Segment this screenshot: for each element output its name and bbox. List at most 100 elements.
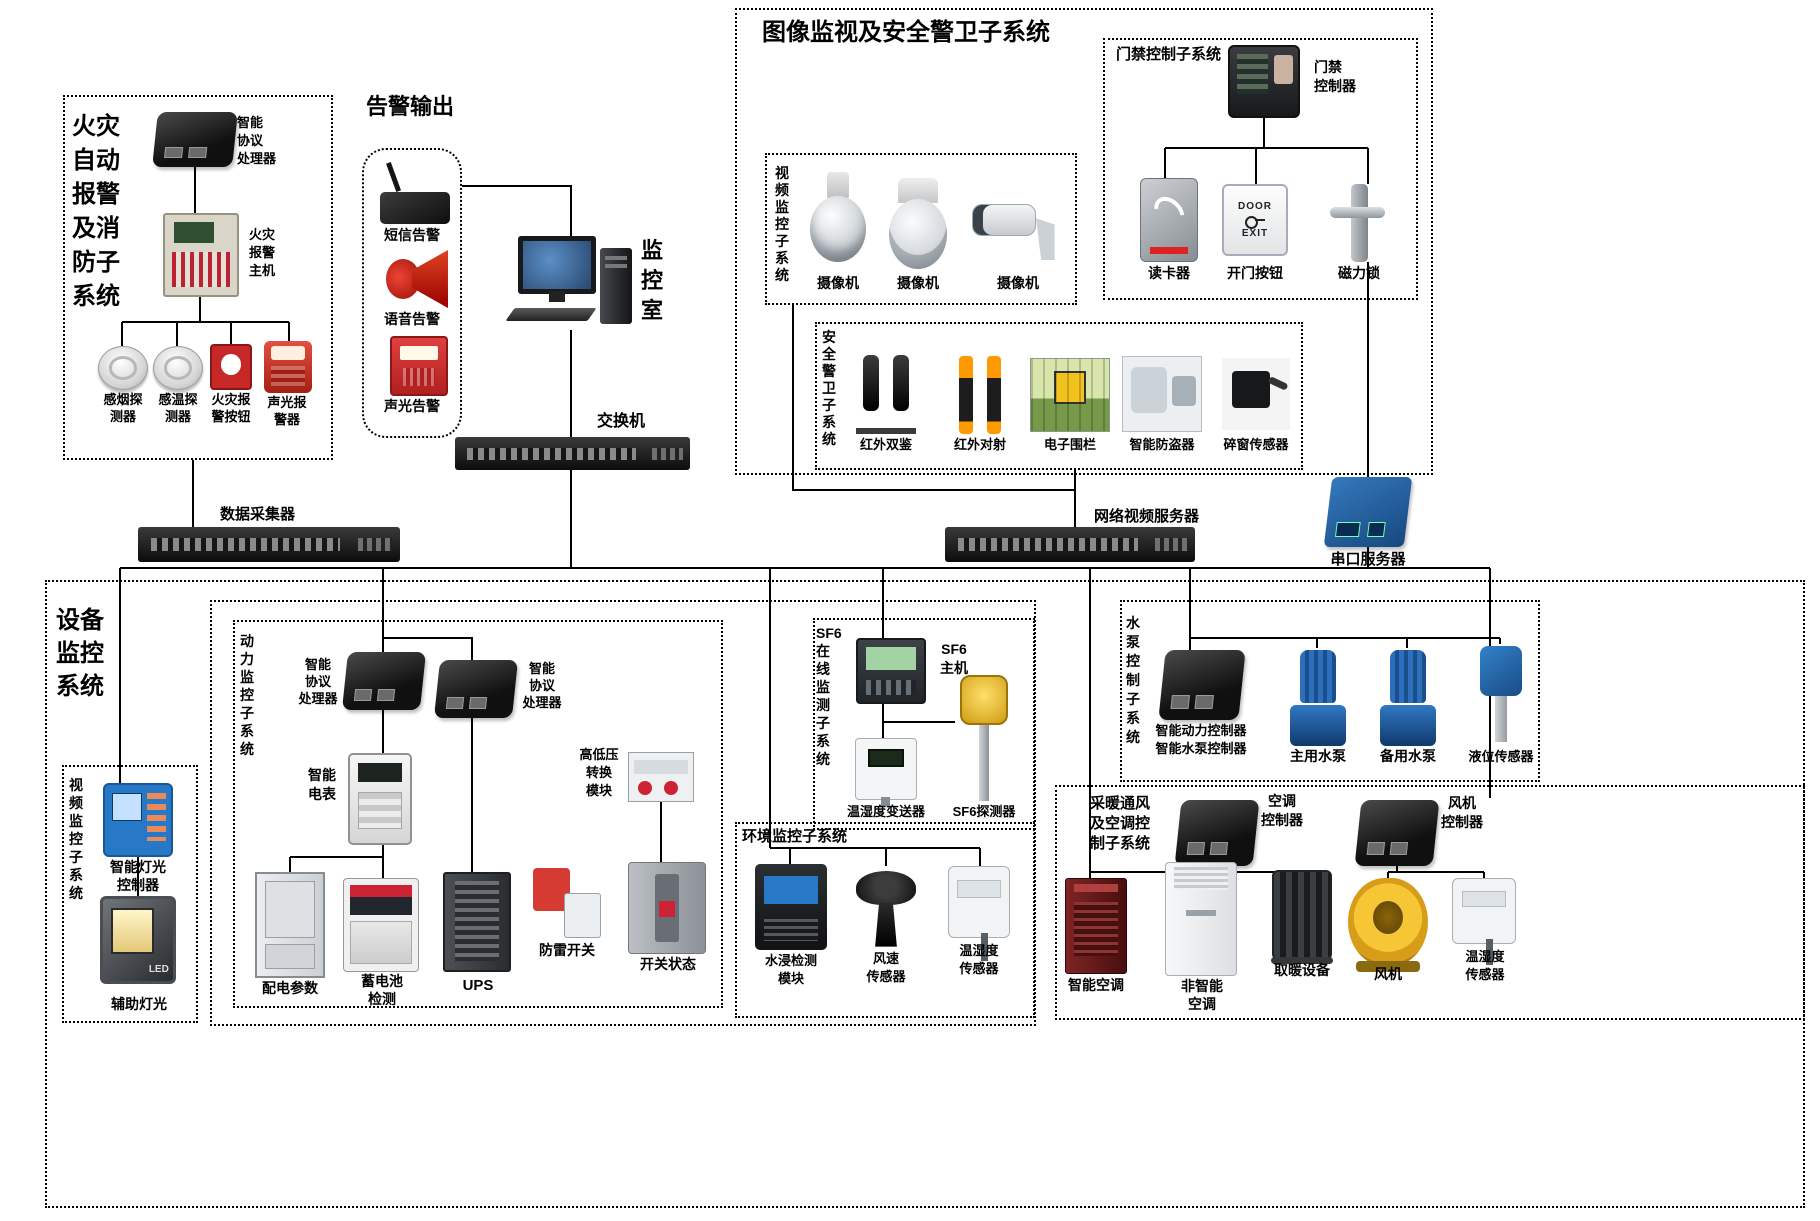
heater-device [1270, 870, 1334, 965]
water-leak-module-device [755, 864, 827, 950]
fire-alarm-button-label: 火灾报 警按钮 [211, 392, 251, 424]
monitor-room-computer [505, 232, 636, 330]
distribution-params-label: 配电参数 [262, 980, 318, 996]
wind-sensor-device [852, 866, 920, 950]
switch-label: 交换机 [597, 413, 646, 430]
exit-text: EXIT [1241, 228, 1269, 239]
computer-monitor [518, 236, 596, 302]
plain-ac-device [1165, 862, 1237, 976]
magnetic-lock-label: 磁力锁 [1338, 265, 1380, 281]
ups-device [443, 872, 511, 972]
breaker-status-device [628, 862, 706, 954]
sf6-host-device [856, 638, 926, 704]
alarm-output-title: 告警输出 [366, 94, 455, 119]
water-leak-module-label: 水浸检测 模块 [764, 953, 817, 986]
hvac-th-sensor-device [1452, 878, 1516, 965]
power-sub-title: 动 力 监 控 子 系 统 [240, 633, 254, 757]
glass-break-sensor-label: 碎窗传感器 [1223, 437, 1289, 452]
dome-camera-device [805, 172, 871, 272]
fire-system-title: 火灾 自动 报警 及消 防子 系统 [72, 113, 120, 310]
bullet-camera-device [972, 188, 1058, 260]
video-sub-title: 视 频 监 控 子 系 统 [775, 165, 789, 283]
env-th-sensor-device [948, 866, 1010, 961]
ptz-camera-device [886, 178, 950, 273]
heat-detector-device [153, 346, 203, 390]
fan-controller-label: 风机 控制器 [1441, 795, 1483, 830]
hvac-th-sensor-label: 温湿度 传感器 [1465, 949, 1505, 982]
distribution-cabinet-device [255, 872, 325, 978]
computer-keyboard [505, 308, 597, 321]
sound-light-output-device [390, 336, 448, 396]
pump-controller-label: 智能动力控制器 智能水泵控制器 [1155, 723, 1247, 756]
breaker-status-label: 开关状态 [640, 956, 696, 972]
serial-server-device [1323, 477, 1413, 547]
anti-theft-label: 智能防盗器 [1129, 437, 1195, 452]
smart-ac-label: 智能空调 [1068, 977, 1124, 993]
main-pump-label: 主用水泵 [1290, 748, 1346, 764]
power-sub-box [233, 620, 723, 1008]
ir-beam-device [950, 356, 1010, 434]
env-sub-box [735, 822, 1035, 1018]
light-controller-label: 智能灯光 控制器 [110, 859, 166, 893]
sound-light-alarm-device [264, 341, 312, 393]
access-control-box [1103, 38, 1418, 300]
light-controller-device [103, 783, 173, 857]
card-reader-label: 读卡器 [1148, 265, 1190, 281]
surge-protector-label: 防雷开关 [539, 942, 595, 958]
floodlight-device: LED [100, 896, 176, 984]
ups-label: UPS [462, 977, 494, 994]
power-protocol-processor2-device [433, 660, 519, 718]
nvr-device [945, 527, 1195, 562]
camera2-label: 摄像机 [897, 275, 939, 291]
ir-dual-label: 红外双鉴 [859, 437, 912, 452]
hv-conversion-module-label: 高低压 转换 模块 [579, 747, 619, 798]
camera3-label: 摄像机 [997, 275, 1039, 291]
sms-alarm-label: 短信告警 [384, 227, 440, 243]
card-reader-device [1140, 178, 1198, 262]
access-controller-device [1228, 45, 1300, 118]
backup-pump-device [1376, 648, 1440, 746]
surveillance-box [735, 8, 1433, 475]
key-icon [1245, 215, 1265, 229]
equipment-video-box [62, 765, 198, 1023]
electronic-fence-device [1030, 358, 1110, 432]
heater-label: 取暖设备 [1274, 962, 1330, 978]
guard-sub-title: 安 全 警 卫 子 系 统 [822, 329, 836, 447]
fire-system-box [63, 95, 333, 460]
sf6-detector-device [955, 675, 1013, 801]
wind-sensor-label: 风速 传感器 [866, 951, 906, 984]
pump-controller-device [1158, 650, 1246, 720]
sf6-host-label: SF6 主机 [940, 641, 968, 676]
equipment-title: 设备 监控 系统 [56, 607, 104, 700]
magnetic-lock-device [1326, 184, 1392, 262]
camera1-label: 摄像机 [817, 275, 859, 291]
sf6-sub-box [813, 618, 1035, 830]
env-th-sensor-label: 温湿度 传感器 [959, 943, 999, 976]
fire-alarm-host-label: 火灾 报警 主机 [249, 227, 276, 278]
smart-meter-label: 智能 电表 [308, 767, 336, 802]
level-sensor-device [1472, 642, 1530, 742]
data-collector-label: 数据采集器 [220, 506, 296, 523]
access-control-title: 门禁控制子系统 [1116, 46, 1222, 63]
fan-label: 风机 [1374, 966, 1402, 982]
guard-sub-box [815, 322, 1303, 470]
serial-server-label: 串口服务器 [1330, 551, 1406, 568]
th-transmitter-device [855, 738, 917, 807]
smoke-detector-device [98, 346, 148, 390]
equipment-video-title: 视 频 监 控 子 系 统 [69, 777, 83, 901]
glass-break-sensor-device [1222, 358, 1290, 430]
surge-protector-device [533, 868, 601, 938]
surveillance-title: 图像监视及安全警卫子系统 [762, 19, 1050, 46]
door-button-label: 开门按钮 [1227, 265, 1283, 281]
anti-theft-device [1122, 356, 1202, 432]
ac-controller-label: 空调 控制器 [1261, 793, 1303, 828]
env-sub-title: 环境监控子系统 [742, 828, 848, 845]
plain-ac-label: 非智能 空调 [1181, 978, 1223, 1012]
fire-protocol-processor-device [152, 112, 238, 167]
pump-sub-title: 水 泵 控 制 子 系 统 [1126, 615, 1140, 745]
access-controller-label: 门禁 控制器 [1314, 59, 1356, 94]
hv-conversion-module-device [628, 752, 694, 802]
fire-alarm-host-device [163, 213, 239, 297]
data-collector-device [138, 527, 400, 562]
